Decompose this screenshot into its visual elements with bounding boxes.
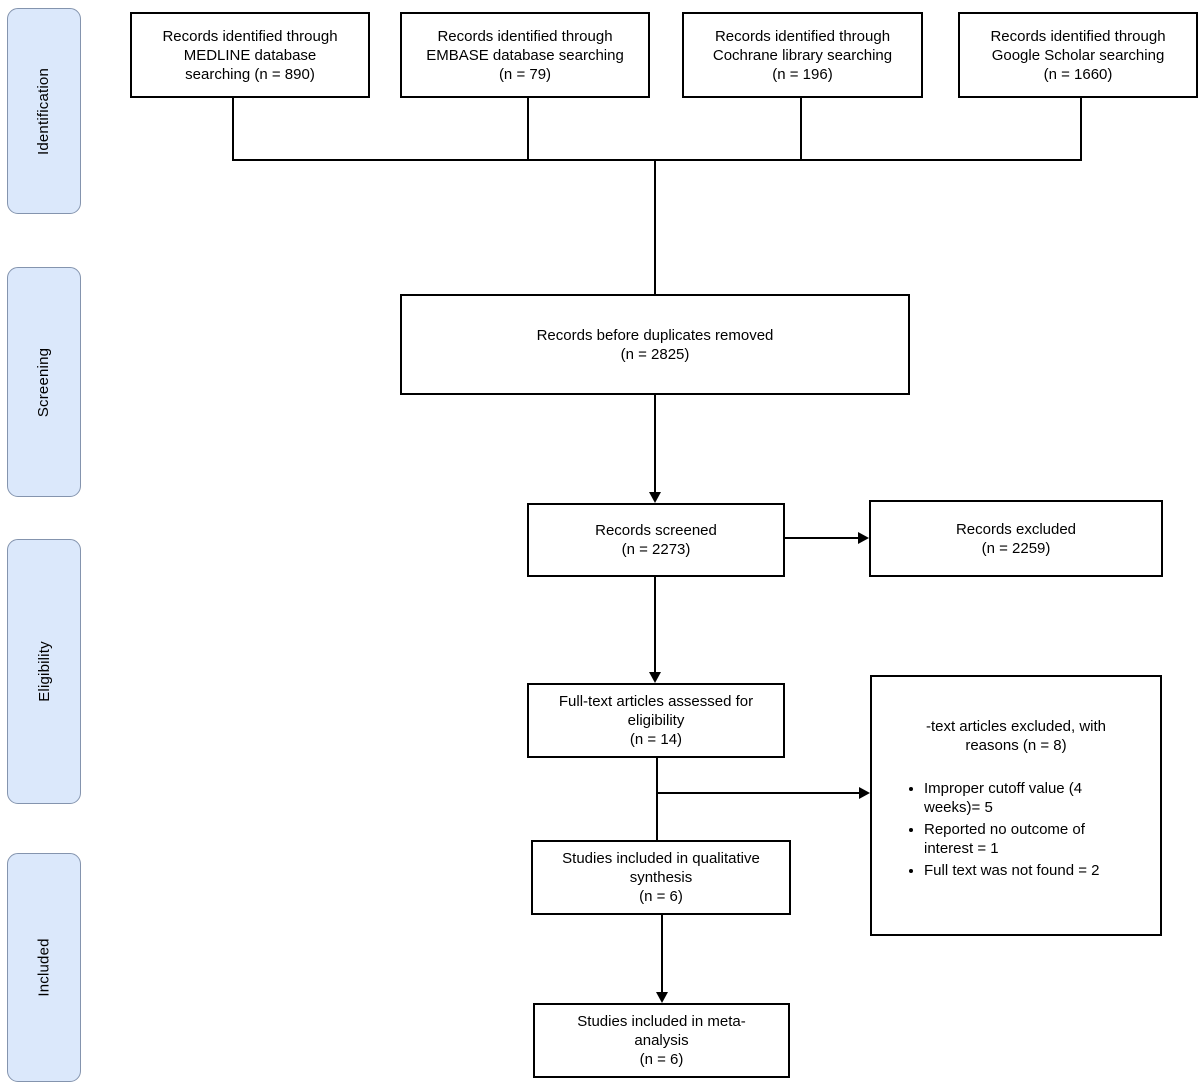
node-google-scholar: Records identified through Google Schola… bbox=[958, 12, 1198, 98]
connector-merge-to-duplicates bbox=[654, 159, 656, 294]
exclusion-reason: Reported no outcome of interest = 1 bbox=[924, 820, 1138, 858]
node-duplicates: Records before duplicates removed (n = 2… bbox=[400, 294, 910, 395]
connector-scholar-drop bbox=[1080, 98, 1082, 161]
stage-screening-label: Screening bbox=[35, 347, 53, 417]
connector-fulltext-qualitative bbox=[656, 758, 658, 840]
node-meta-analysis: Studies included in meta- analysis (n = … bbox=[533, 1003, 790, 1078]
arrowhead-down-fulltext bbox=[649, 672, 661, 683]
node-fulltext-assessed: Full-text articles assessed for eligibil… bbox=[527, 683, 785, 758]
node-medline: Records identified through MEDLINE datab… bbox=[130, 12, 370, 98]
node-screened: Records screened (n = 2273) bbox=[527, 503, 785, 577]
exclusion-reason: Improper cutoff value (4 weeks)= 5 bbox=[924, 779, 1138, 817]
fulltext-excluded-heading: -text articles excluded, with reasons (n… bbox=[925, 718, 1107, 754]
node-embase: Records identified through EMBASE databa… bbox=[400, 12, 650, 98]
node-fulltext-excluded: -text articles excluded, with reasons (n… bbox=[870, 675, 1162, 936]
stage-included-label: Included bbox=[35, 938, 53, 997]
arrowhead-right-excluded bbox=[858, 532, 869, 544]
connector-embase-drop bbox=[527, 98, 529, 161]
connector-branch-fulltext-excluded bbox=[656, 792, 861, 794]
arrowhead-down-screened bbox=[649, 492, 661, 503]
stage-eligibility: Eligibility bbox=[7, 539, 81, 804]
connector-medline-drop bbox=[232, 98, 234, 161]
connector-screened-fulltext bbox=[654, 577, 656, 674]
node-cochrane: Records identified through Cochrane libr… bbox=[682, 12, 923, 98]
stage-eligibility-label: Eligibility bbox=[35, 641, 53, 702]
connector-screened-excluded bbox=[785, 537, 860, 539]
exclusion-reason-list: Improper cutoff value (4 weeks)= 5Report… bbox=[902, 779, 1138, 880]
arrowhead-right-fulltext-excluded bbox=[859, 787, 870, 799]
arrowhead-down-meta bbox=[656, 992, 668, 1003]
stage-identification: Identification bbox=[7, 8, 81, 214]
connector-qualitative-meta bbox=[661, 915, 663, 994]
connector-cochrane-drop bbox=[800, 98, 802, 161]
stage-screening: Screening bbox=[7, 267, 81, 497]
stage-identification-label: Identification bbox=[35, 67, 53, 155]
node-qualitative: Studies included in qualitative synthesi… bbox=[531, 840, 791, 915]
node-excluded: Records excluded (n = 2259) bbox=[869, 500, 1163, 577]
stage-included: Included bbox=[7, 853, 81, 1082]
connector-duplicates-screened bbox=[654, 395, 656, 494]
exclusion-reason: Full text was not found = 2 bbox=[924, 861, 1138, 880]
connector-merge-bar bbox=[232, 159, 1082, 161]
